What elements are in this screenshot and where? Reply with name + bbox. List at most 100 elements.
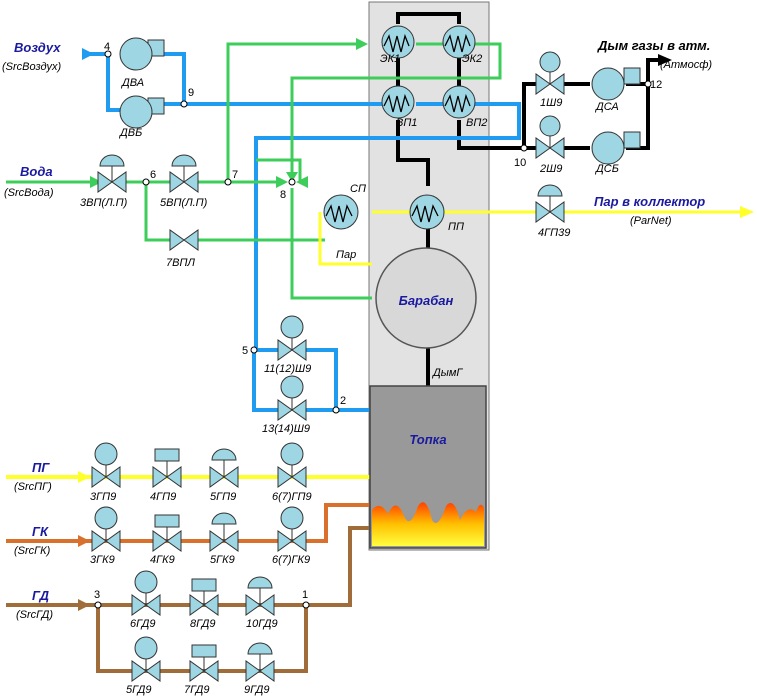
valve-67gp9[interactable]: 6(7)ГП9	[272, 442, 312, 503]
valve-5gp9[interactable]: 5ГП9	[209, 448, 239, 503]
valve-4gk9[interactable]: 4ГК9	[150, 514, 182, 566]
heat-exchanger-vp2[interactable]: ВП2	[442, 85, 487, 129]
node-5: 5	[242, 345, 248, 357]
v67gk9-label: 6(7)ГК9	[272, 554, 310, 566]
water-inlet-arrow	[90, 176, 102, 188]
v9gd9-label: 9ГД9	[244, 684, 269, 696]
v2sh9-label: 2Ш9	[539, 163, 562, 175]
valve-8gd9[interactable]: 8ГД9	[189, 578, 219, 630]
v3gk9-label: 3ГК9	[90, 554, 115, 566]
valve-9gd9[interactable]: 9ГД9	[244, 642, 275, 696]
valve-10gd9[interactable]: 10ГД9	[245, 576, 278, 630]
furnace-label: Топка	[409, 432, 446, 447]
node-4: 4	[104, 41, 110, 53]
valve-4gp9[interactable]: 4ГП9	[150, 448, 182, 503]
v1sh9-label: 1Ш9	[540, 97, 562, 109]
fan-dsb[interactable]: ДСБ	[591, 131, 641, 175]
heat-exchanger-ek2[interactable]: ЭК2	[442, 25, 482, 65]
v11sh9-label: 11(12)Ш9	[264, 363, 311, 375]
water-to-ek1-arrow	[356, 38, 368, 50]
valve-7gd9[interactable]: 7ГД9	[184, 644, 219, 696]
v3gp9-label: 3ГП9	[90, 491, 116, 503]
sp-label: СП	[350, 183, 366, 195]
node-8: 8	[280, 189, 286, 201]
node-9: 9	[188, 87, 194, 99]
water-source-tag: (SrcВода)	[4, 187, 54, 199]
v5gp9-label: 5ГП9	[210, 491, 236, 503]
v3vp-label: 3ВП(Л.П)	[80, 197, 128, 209]
dsb-label: ДСБ	[594, 163, 619, 175]
vp2-label: ВП2	[466, 117, 487, 129]
dvb-label: ДВБ	[118, 127, 142, 139]
dva-label: ДВА	[120, 77, 144, 89]
valve-13sh9[interactable]: 13(14)Ш9	[262, 375, 310, 435]
gd-line	[6, 526, 370, 673]
node-6: 6	[150, 169, 156, 181]
valve-3gp9[interactable]: 3ГП9	[90, 442, 121, 503]
heat-exchanger-vp1[interactable]: ВП1	[381, 85, 417, 129]
valve-1sh9[interactable]: 1Ш9	[535, 51, 565, 109]
valve-3vp[interactable]: 3ВП(Л.П)	[80, 154, 128, 209]
drum[interactable]	[375, 247, 477, 349]
valve-6gd9[interactable]: 6ГД9	[130, 570, 161, 630]
node-10: 10	[514, 157, 526, 169]
v5gk9-label: 5ГК9	[210, 554, 235, 566]
water-source-title: Вода	[20, 164, 53, 179]
v7vpl-label: 7ВПЛ	[166, 257, 195, 269]
smoke-gas-label: ДымГ	[431, 367, 463, 379]
valve-67gk9[interactable]: 6(7)ГК9	[272, 506, 310, 566]
gd-inlet-arrow	[78, 599, 90, 611]
fan-dva[interactable]: ДВА	[119, 37, 165, 89]
smoke-exit-arrow	[658, 54, 672, 66]
gk-source-title: ГК	[32, 524, 49, 539]
smoke-output-tag: (Атмосф)	[660, 59, 712, 71]
valve-11sh9[interactable]: 11(12)Ш9	[264, 315, 311, 375]
v4gk9-label: 4ГК9	[150, 554, 175, 566]
gd-source-title: ГД	[32, 588, 50, 603]
fan-dsa[interactable]: ДСА	[591, 67, 641, 113]
drum-label: Барабан	[399, 293, 454, 308]
valve-5gk9[interactable]: 5ГК9	[209, 512, 239, 566]
v4gp39-label: 4ГП39	[538, 227, 570, 239]
valve-5vp[interactable]: 5ВП(Л.П)	[160, 154, 208, 209]
water-left-arrow	[296, 176, 308, 188]
valve-4gp39[interactable]: 4ГП39	[535, 184, 570, 239]
node-3: 3	[94, 589, 100, 601]
pg-source-title: ПГ	[32, 460, 50, 475]
dsa-label: ДСА	[594, 101, 619, 113]
valve-5gd9[interactable]: 5ГД9	[126, 636, 161, 696]
pg-source-tag: (SrcПГ)	[14, 481, 52, 493]
pp-label: ПП	[448, 221, 464, 233]
v10gd9-label: 10ГД9	[246, 618, 278, 630]
valve-7vpl[interactable]: 7ВПЛ	[166, 229, 199, 269]
v6gd9-label: 6ГД9	[130, 618, 155, 630]
furnace-flame	[372, 502, 484, 546]
valve-2sh9[interactable]: 2Ш9	[535, 115, 565, 175]
gk-line	[6, 503, 370, 543]
steam-line-label: Пар	[336, 249, 356, 261]
v5gd9-label: 5ГД9	[126, 684, 151, 696]
v4gp9-label: 4ГП9	[150, 491, 176, 503]
heat-exchanger-pp[interactable]: ПП	[409, 194, 464, 233]
steam-lines	[318, 210, 742, 266]
heat-exchanger-ek1[interactable]: ЭК1	[380, 25, 415, 65]
fan-dvb[interactable]: ДВБ	[118, 95, 165, 139]
junction-nodes	[94, 50, 652, 609]
heat-exchanger-sp[interactable]: СП	[323, 183, 366, 230]
valve-3gk9[interactable]: 3ГК9	[90, 506, 121, 566]
node-7: 7	[232, 169, 238, 181]
steam-output-title: Пар в коллектор	[594, 194, 705, 209]
water-down-arrow	[286, 172, 298, 182]
air-source-tag: (SrcВоздух)	[2, 61, 61, 73]
node-2: 2	[340, 395, 346, 407]
node-12: 12	[650, 79, 662, 91]
smoke-output-title: Дым газы в атм.	[597, 38, 710, 53]
v67gp9-label: 6(7)ГП9	[272, 491, 312, 503]
ek1-label: ЭК1	[380, 53, 400, 65]
gk-source-tag: (SrcГК)	[14, 545, 51, 557]
node-1: 1	[302, 589, 308, 601]
water-node8-arrow	[276, 176, 288, 188]
ek2-label: ЭК2	[462, 53, 482, 65]
